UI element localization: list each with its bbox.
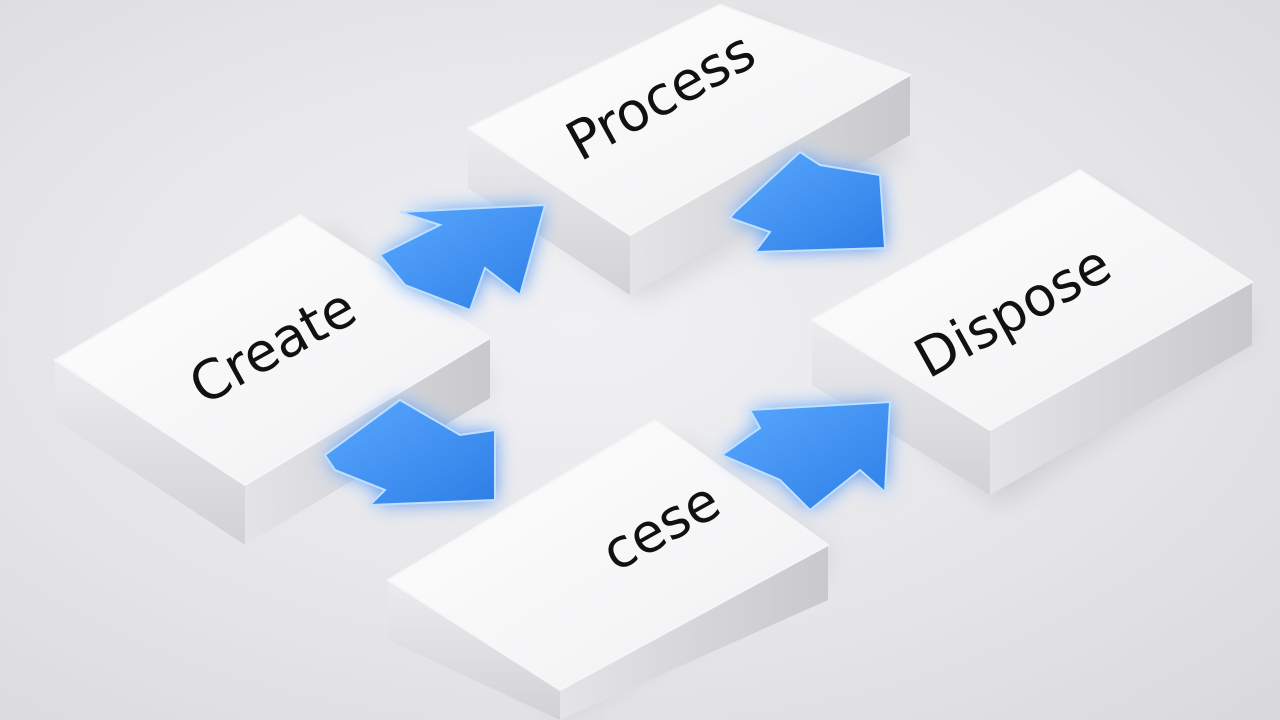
dispose-block: Dispose xyxy=(810,168,1255,505)
cese-block-top xyxy=(386,418,830,692)
process-block-top xyxy=(465,3,913,237)
dispose-block-right-side xyxy=(990,282,1252,495)
arrow-process-to-dispose xyxy=(728,150,887,254)
cese-block: cese xyxy=(386,418,835,720)
process-block: Process xyxy=(465,3,913,300)
arrow-create-to-cese xyxy=(323,398,496,507)
dispose-block-front-side xyxy=(812,320,990,495)
create-block-front-side xyxy=(55,360,245,545)
cese-block-right-side xyxy=(560,545,828,720)
cese-block-front-side xyxy=(388,580,560,720)
arrow-create-to-process xyxy=(378,203,547,312)
create-block-top xyxy=(53,213,492,487)
process-block-front-side xyxy=(468,128,630,295)
arrow-cese-to-dispose xyxy=(719,400,892,512)
dispose-block-top xyxy=(810,168,1254,432)
